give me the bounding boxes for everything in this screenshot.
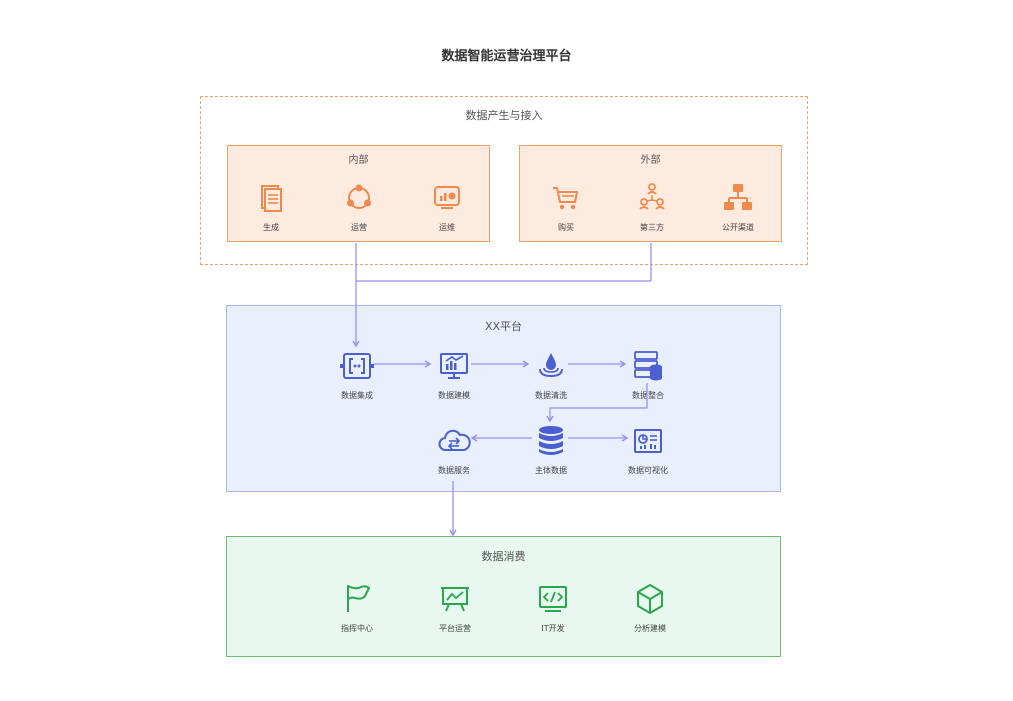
cloud-sync-icon <box>438 429 471 451</box>
external-title: 外部 <box>640 155 661 166</box>
node-it-dev: IT开发 <box>513 581 593 634</box>
cycle-icon <box>347 184 371 209</box>
node-generate: 生成 <box>231 180 311 233</box>
integration-icon <box>340 353 374 379</box>
node-master-data: 主体数据 <box>511 423 591 476</box>
node-label: 指挥中心 <box>341 624 373 633</box>
water-drop-icon <box>539 353 563 378</box>
node-modeling: 数据建模 <box>414 348 494 401</box>
node-label: 生成 <box>263 223 279 232</box>
node-label: 数据整合 <box>632 391 664 400</box>
ingest-section: 数据产生与接入 <box>200 96 808 265</box>
page-title: 数据智能运营治理平台 <box>441 49 572 64</box>
platform-section: XX平台 数据集成 数据建模 数据清洗 <box>226 305 781 492</box>
node-third-party: 第三方 <box>612 180 692 233</box>
cube-icon <box>637 584 663 614</box>
monitor-bars-icon <box>440 353 468 379</box>
server-database-icon <box>634 351 662 381</box>
node-label: 平台运营 <box>439 624 471 633</box>
node-purchase: 购买 <box>526 180 606 233</box>
database-icon <box>539 426 563 455</box>
org-chart-icon <box>724 184 752 210</box>
node-integration: 数据集成 <box>317 348 397 401</box>
node-label: 运营 <box>351 223 367 232</box>
node-label: 数据可视化 <box>628 466 668 475</box>
node-label: 数据服务 <box>438 466 470 475</box>
consume-title: 数据消费 <box>481 550 526 563</box>
node-platform-ops: 平台运营 <box>415 581 495 634</box>
node-command-center: 指挥中心 <box>317 581 397 634</box>
node-label: 主体数据 <box>535 466 567 475</box>
internal-box: 内部 生成 运营 运维 <box>227 145 490 242</box>
node-label: 数据集成 <box>341 391 373 400</box>
internal-title: 内部 <box>348 155 369 166</box>
external-box: 外部 购买 第三方 <box>519 145 782 242</box>
code-icon <box>539 586 567 612</box>
flag-icon <box>347 585 370 612</box>
node-label: 数据清洗 <box>535 391 567 400</box>
node-label: 第三方 <box>640 223 664 232</box>
platform-title: XX平台 <box>484 320 523 333</box>
node-cleaning: 数据清洗 <box>511 348 591 401</box>
node-label: 数据建模 <box>438 391 470 400</box>
node-maintain: 运维 <box>407 180 487 233</box>
node-label: 分析建模 <box>634 624 666 633</box>
node-label: 公开渠道 <box>722 223 754 232</box>
cart-icon <box>553 187 578 210</box>
node-label: IT开发 <box>541 624 565 633</box>
monitor-chart-icon <box>434 186 460 209</box>
node-visualization: 数据可视化 <box>608 423 688 476</box>
presentation-icon <box>441 587 469 612</box>
ingest-title: 数据产生与接入 <box>465 109 543 122</box>
dashboard-icon <box>634 429 662 453</box>
node-consolidation: 数据整合 <box>608 348 688 401</box>
node-label: 购买 <box>558 223 574 232</box>
node-analysis-modeling: 分析建模 <box>610 581 690 634</box>
node-operate: 运营 <box>319 180 399 233</box>
node-label: 运维 <box>439 223 455 232</box>
network-users-icon <box>639 183 665 210</box>
node-service: 数据服务 <box>414 423 494 476</box>
consume-section: 数据消费 指挥中心 平台运营 IT开发 分析建模 <box>226 536 781 657</box>
document-icon <box>261 185 282 212</box>
node-public-channel: 公开渠道 <box>698 180 778 233</box>
